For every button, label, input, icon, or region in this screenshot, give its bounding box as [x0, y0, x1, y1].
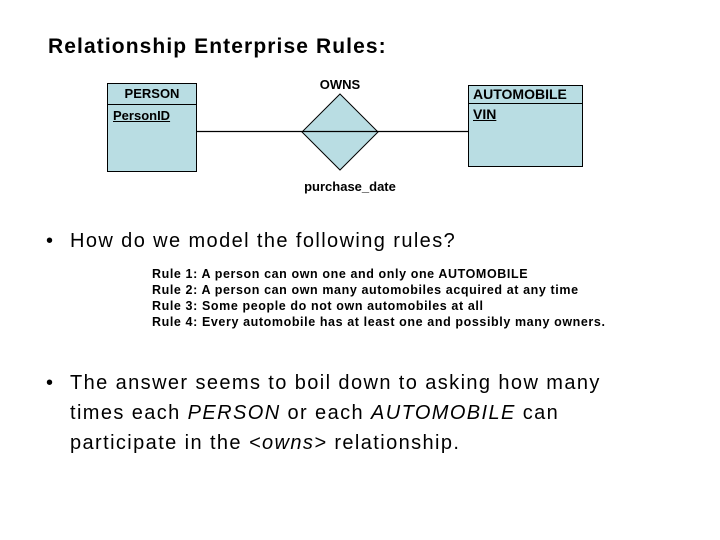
bullet-item-answer: • The answer seems to boil down to askin… — [46, 368, 648, 458]
bullet-answer-text: The answer seems to boil down to asking … — [70, 368, 648, 458]
automobile-entity-box: AUTOMOBILE VIN — [468, 85, 583, 167]
answer-segment-person: PERSON — [187, 402, 281, 424]
rule-line-3: Rule 3: Some people do not own automobil… — [152, 299, 484, 313]
answer-segment: or each — [280, 402, 371, 424]
person-primary-key: PersonID — [108, 105, 196, 123]
rule-line-1: Rule 1: A person can own one and only on… — [152, 267, 529, 281]
er-diagram-canvas — [196, 93, 468, 171]
answer-segment-owns: <owns> — [248, 432, 328, 454]
rule-line-4: Rule 4: Every automobile has at least on… — [152, 315, 606, 329]
bullet-question-text: How do we model the following rules? — [70, 230, 457, 252]
bullet-item-question: • How do we model the following rules? — [46, 226, 456, 256]
bullet-icon: • — [46, 372, 54, 394]
automobile-primary-key-text: VIN — [473, 106, 497, 122]
automobile-entity-name: AUTOMOBILE — [469, 86, 582, 104]
relationship-attribute-label: purchase_date — [304, 179, 396, 194]
answer-segment: The answer seems to boil down to asking … — [70, 372, 601, 424]
rule-line-2: Rule 2: A person can own many automobile… — [152, 283, 579, 297]
rules-list: Rule 1: A person can own one and only on… — [152, 266, 606, 330]
person-entity-box: PERSON PersonID — [107, 83, 197, 172]
answer-segment: can participate in the — [70, 402, 560, 454]
person-primary-key-text: PersonID — [113, 108, 171, 123]
owns-relationship-label: OWNS — [319, 77, 361, 92]
answer-segment-automobile: AUTOMOBILE — [370, 402, 516, 424]
slide-title: Relationship Enterprise Rules: — [48, 35, 387, 58]
bullet-icon: • — [46, 230, 54, 252]
person-entity-name: PERSON — [108, 84, 196, 105]
automobile-primary-key: VIN — [469, 104, 582, 122]
answer-segment: relationship. — [327, 432, 461, 454]
